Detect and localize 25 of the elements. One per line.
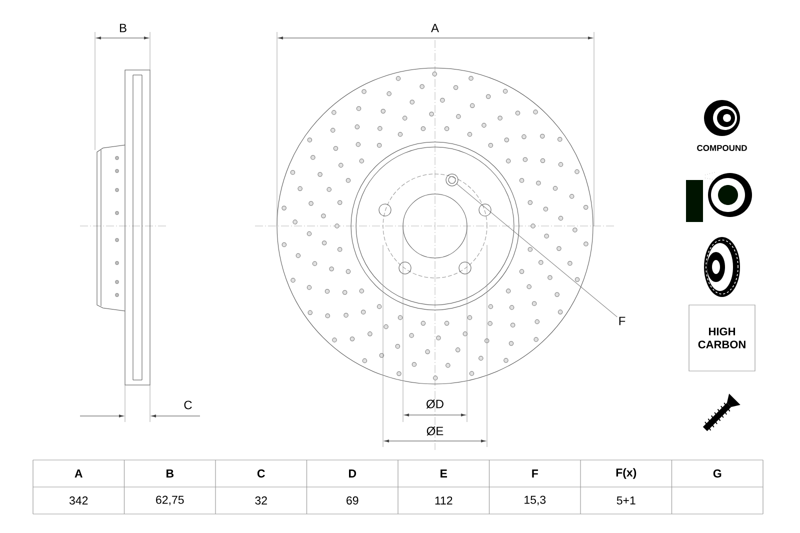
table-cell: 15,3 [524, 496, 546, 506]
label-box: HIGH CARBON [688, 304, 756, 372]
table-header: C [257, 469, 265, 478]
table-header: E [440, 470, 447, 478]
table-header: F [532, 470, 538, 478]
bolt-hole [446, 174, 458, 186]
dimension-label: ØE [426, 426, 444, 436]
table-cell: 62,75 [156, 496, 184, 506]
dimension-label: A [431, 24, 439, 32]
table-cell: 69 [346, 496, 358, 505]
callout-letter: F [619, 316, 626, 326]
dimension-label: C [184, 400, 192, 410]
table-cell: 342 [69, 496, 88, 505]
table-header: G [713, 469, 722, 478]
table-header: B [166, 470, 174, 478]
leader-line [456, 184, 618, 318]
table-cell: 112 [435, 496, 452, 505]
icon-caption: COMPOUND [697, 145, 747, 151]
dimension-label: B [120, 24, 126, 32]
table-cell: 5+1 [616, 496, 636, 504]
table-header: A [74, 470, 82, 478]
dimension-label: ØD [426, 400, 444, 408]
table-header: D [349, 470, 356, 478]
table-header: F(x) [616, 468, 636, 479]
table-cell: 32 [255, 496, 267, 505]
